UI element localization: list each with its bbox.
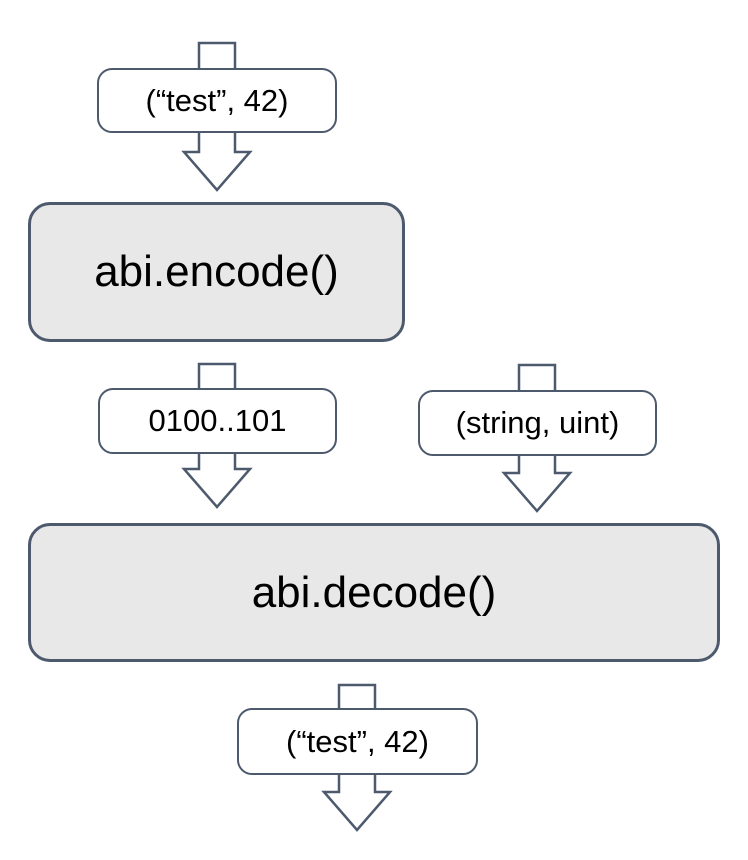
input-tuple-label: (“test”, 42)	[97, 68, 337, 133]
abi-encode-text: abi.encode()	[94, 247, 339, 296]
types-tuple-label: (string, uint)	[418, 390, 657, 456]
abi-decode-box: abi.decode()	[28, 523, 720, 662]
input-tuple-text: (“test”, 42)	[145, 82, 289, 118]
types-tuple-text: (string, uint)	[455, 405, 620, 440]
encoded-bytes-text: 0100..101	[148, 403, 287, 438]
output-tuple-label: (“test”, 42)	[237, 708, 478, 775]
abi-encode-box: abi.encode()	[28, 202, 405, 342]
output-tuple-text: (“test”, 42)	[286, 723, 429, 759]
abi-decode-text: abi.decode()	[251, 567, 497, 617]
encoded-bytes-label: 0100..101	[98, 388, 337, 454]
